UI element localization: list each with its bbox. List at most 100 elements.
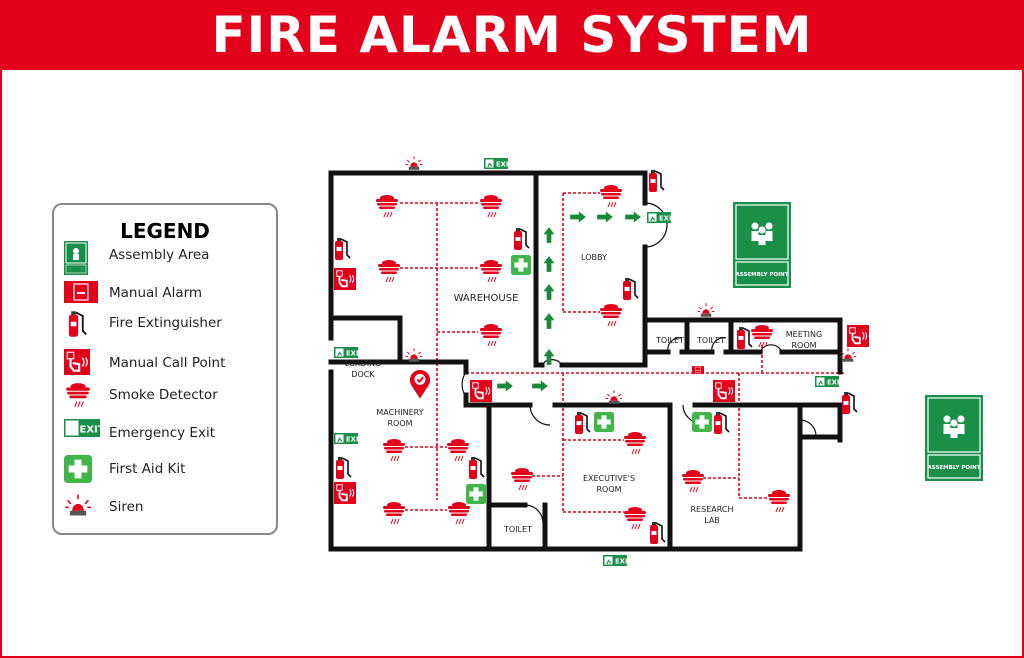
fire-extinguisher-icon — [649, 521, 666, 545]
evacuation-arrow-right-icon — [625, 211, 641, 223]
fire-extinguisher-icon — [648, 169, 665, 193]
emergency-exit-icon: EXIT — [815, 376, 844, 387]
manual-call-point-icon — [334, 482, 356, 504]
legend-label: Emergency Exit — [109, 425, 215, 441]
exit-text: EXIT — [615, 557, 632, 565]
emergency-exit-icon: EXIT — [334, 433, 363, 444]
legend-item: First Aid Kit — [54, 455, 276, 485]
room-label-warehouse: WAREHOUSE — [454, 293, 519, 304]
room-label-executive: EXECUTIVE'S — [583, 474, 635, 483]
assembly-people-icon — [943, 415, 965, 438]
legend-item: Manual Call Point — [54, 349, 276, 379]
exit-text: EXIT — [496, 160, 513, 168]
room-label-meeting-2: ROOM — [791, 341, 816, 350]
svg-text:EXIT: EXIT — [80, 425, 101, 436]
smoke-detector-icon — [375, 194, 399, 218]
room-label-toilet: TOILET — [503, 525, 532, 534]
first-aid-kit-icon — [692, 412, 712, 432]
siren-icon — [605, 389, 623, 405]
legend-item: Fire Extinguisher — [54, 309, 276, 339]
smoke-detector-icon — [767, 489, 791, 513]
legend-label: First Aid Kit — [109, 461, 186, 477]
legend-label: Manual Alarm — [109, 285, 203, 301]
fire-extinguisher-icon — [334, 237, 351, 261]
emergency-exit-icon: EXIT — [334, 347, 363, 358]
smoke-detector-icon — [681, 469, 705, 493]
smoke-detector-icon — [479, 259, 503, 283]
smoke-detector-icon — [382, 438, 406, 462]
siren-icon — [405, 155, 423, 171]
room-label-loading-dock-2: DOCK — [351, 370, 375, 379]
smoke-detector-icon — [510, 467, 534, 491]
evacuation-arrow-up-icon — [543, 227, 555, 243]
exit-text: EXIT — [659, 214, 676, 222]
manual-call-point-icon — [713, 380, 735, 402]
legend-label: Assembly Area — [109, 247, 210, 263]
exit-text: EXIT — [346, 349, 363, 357]
legend-label: Smoke Detector — [109, 387, 218, 403]
exit-text: EXIT — [346, 435, 363, 443]
evacuation-arrow-right-icon — [532, 380, 548, 392]
legend-item: Smoke Detector — [54, 381, 276, 411]
room-label-lobby: LOBBY — [581, 253, 607, 262]
fire-extinguisher-icon — [468, 456, 485, 480]
legend-label: Fire Extinguisher — [109, 315, 222, 331]
siren-icon — [697, 302, 715, 318]
room-label-machinery: MACHINERY — [376, 408, 423, 417]
legend-title: LEGEND — [120, 219, 210, 243]
assembly-point-text: ASSEMBLY POINT — [927, 465, 980, 471]
smoke-detector-icon — [599, 184, 623, 208]
alarm-wiring — [400, 192, 845, 513]
legend-item: Assembly Area — [54, 241, 276, 275]
first-aid-kit-icon — [594, 412, 614, 432]
fire-extinguisher-icon — [335, 456, 352, 480]
door-swings — [461, 202, 817, 524]
fire-extinguisher-icon — [574, 411, 591, 435]
evacuation-arrow-up-icon — [543, 256, 555, 272]
room-label-research: RESEARCH — [691, 505, 734, 514]
manual-call-point-icon — [847, 325, 869, 347]
smoke-detector-icon — [446, 438, 470, 462]
smoke-detector-icon — [479, 194, 503, 218]
first-aid-kit-icon — [466, 484, 486, 504]
exit-text: EXIT — [827, 378, 844, 386]
assembly-point-sign: ASSEMBLY POINT — [733, 202, 791, 288]
assembly-people-icon — [751, 222, 773, 245]
evacuation-arrow-up-icon — [543, 284, 555, 300]
room-label-toilet: TOILET — [696, 336, 725, 345]
room-label-toilet: TOILET — [655, 336, 684, 345]
room-label-executive-2: ROOM — [596, 485, 621, 494]
manual-alarm-icon — [692, 366, 704, 374]
legend-item: Siren — [54, 493, 276, 523]
room-label-research-2: LAB — [704, 516, 720, 525]
legend-label: Siren — [109, 499, 144, 515]
emergency-exit-icon: EXIT — [603, 555, 632, 566]
fire-extinguisher-icon — [736, 326, 753, 350]
fire-extinguisher-icon — [513, 227, 530, 251]
smoke-detector-icon — [447, 501, 471, 525]
room-label-machinery-2: ROOM — [387, 419, 412, 428]
evacuation-arrow-right-icon — [570, 211, 586, 223]
you-are-here-pin-icon — [409, 369, 431, 399]
smoke-detector-icon — [479, 323, 503, 347]
smoke-detector-icon — [599, 303, 623, 327]
evacuation-arrow-right-icon — [497, 380, 513, 392]
title-banner: FIRE ALARM SYSTEM — [0, 0, 1024, 70]
room-label-loading-dock: LOADING — [345, 359, 382, 368]
room-label-meeting: MEETING — [786, 330, 822, 339]
legend-item: Manual Alarm — [54, 279, 276, 309]
legend-label: Manual Call Point — [109, 355, 226, 371]
fire-extinguisher-icon — [713, 411, 730, 435]
smoke-detector-icon — [382, 501, 406, 525]
evacuation-arrow-up-icon — [543, 349, 555, 365]
legend-item: EXIT Emergency Exit — [54, 419, 276, 449]
manual-call-point-icon — [334, 268, 356, 290]
assembly-point-sign: ASSEMBLY POINT — [925, 395, 983, 481]
evacuation-arrow-right-icon — [597, 211, 613, 223]
fire-extinguisher-icon — [622, 277, 639, 301]
first-aid-kit-icon — [511, 255, 531, 275]
assembly-point-text: ASSEMBLY POINT — [735, 272, 788, 278]
smoke-detector-icon — [623, 506, 647, 530]
